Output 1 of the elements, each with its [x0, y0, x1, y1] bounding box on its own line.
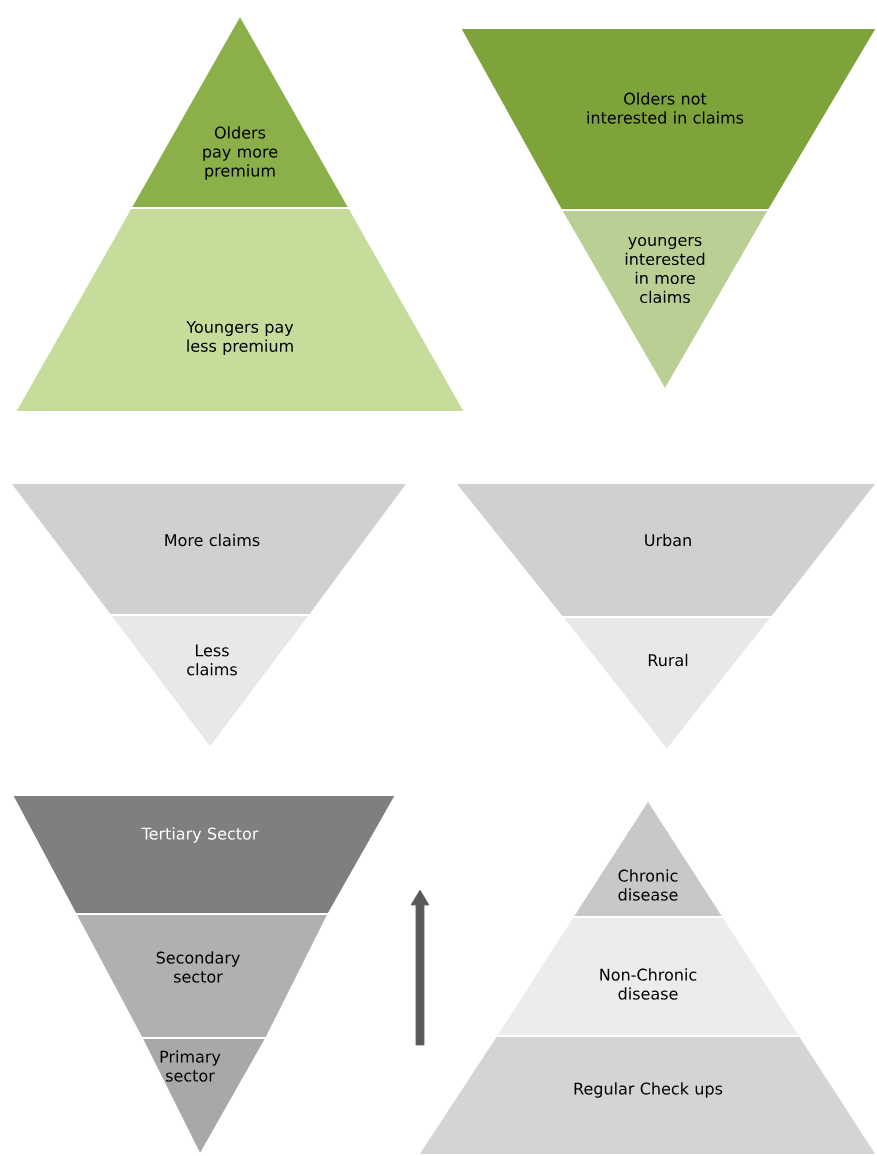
pyramid-segment: Primary sector — [140, 1037, 269, 1156]
